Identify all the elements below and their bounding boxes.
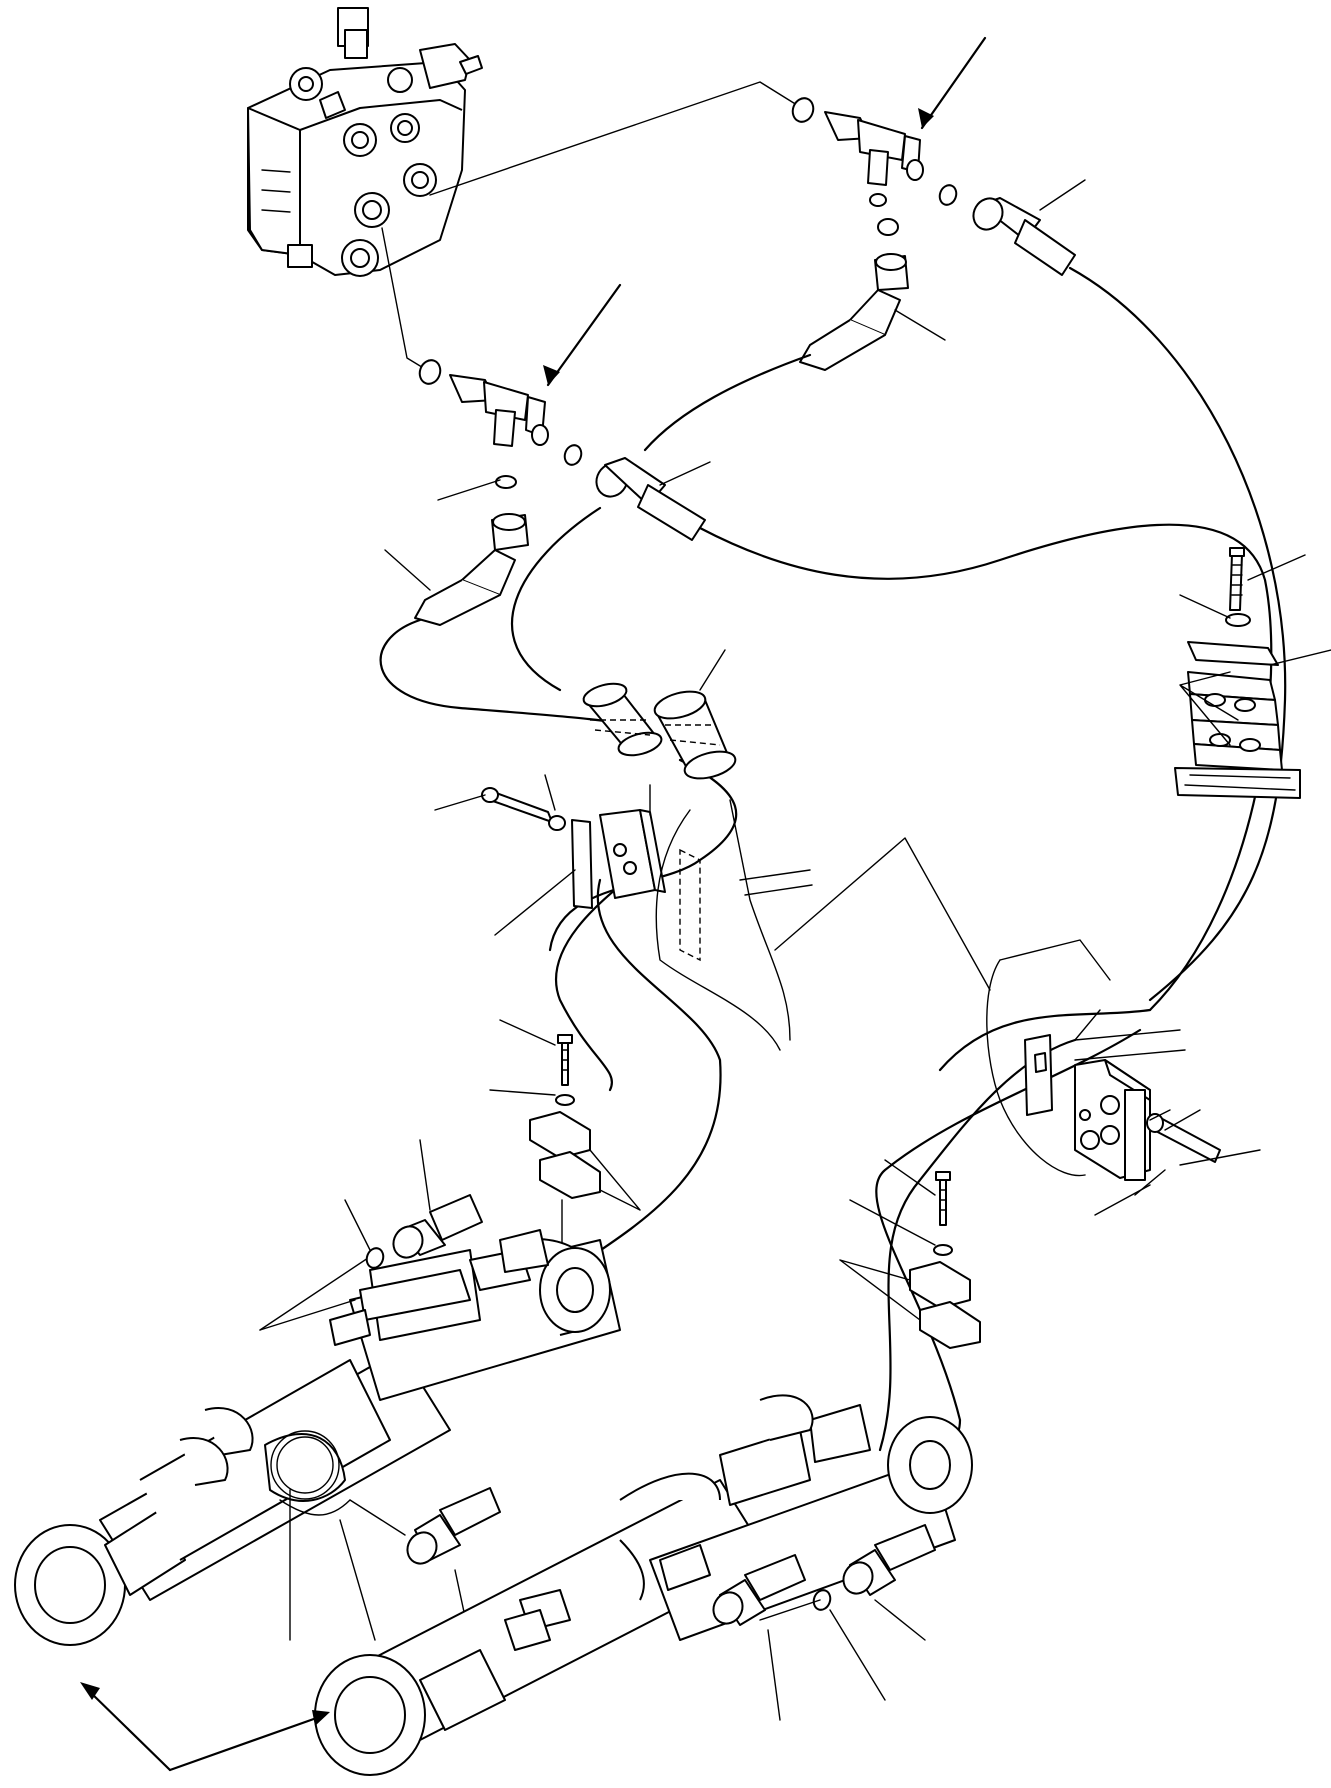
callout-arrows-bottom <box>80 1682 330 1772</box>
hose-end-upper-right <box>972 179 1086 276</box>
hose-end-lower <box>595 457 711 541</box>
cylinder-right-fittings <box>712 1524 936 1721</box>
tee-fitting-lower <box>418 359 583 489</box>
hose-elbow-upper <box>799 218 946 371</box>
control-valve <box>247 7 483 277</box>
hydraulic-cylinder-left <box>14 1229 621 1646</box>
port-leader-upper <box>429 81 806 196</box>
callout-arrow-lower <box>543 283 622 387</box>
hose-clamp-middle-left <box>434 774 666 936</box>
mounting-bracket-middle <box>655 799 813 1051</box>
hose-clamp-right <box>1074 1009 1261 1216</box>
hose-clamp-lower-left <box>489 1019 641 1261</box>
hose-clamp-lower-right <box>839 1159 981 1349</box>
cylinder-left-fittings <box>289 1139 501 1641</box>
hose-elbow-lower <box>384 479 529 626</box>
protective-sleeves <box>582 649 737 780</box>
callout-arrow-upper <box>918 36 987 130</box>
tee-fitting-upper <box>791 97 958 207</box>
leader-bracket <box>774 837 991 991</box>
mounting-bracket-right <box>986 939 1186 1177</box>
hose-clamp-stack-upper-right <box>1174 547 1331 799</box>
